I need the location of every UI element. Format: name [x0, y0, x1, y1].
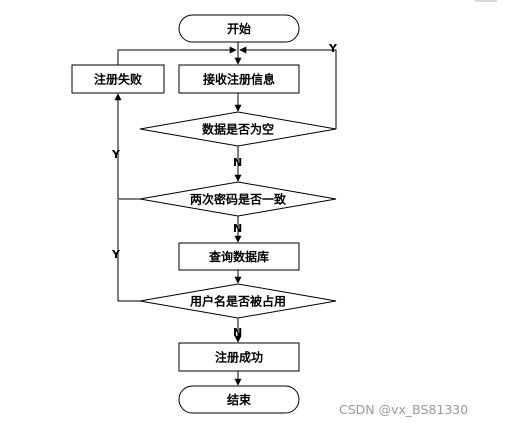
query-db-label: 查询数据库: [208, 249, 269, 264]
start-label: 开始: [227, 21, 251, 36]
end-label: 结束: [227, 392, 252, 407]
edge-fail-to-receive: [117, 46, 237, 65]
branch-password-yes: Y: [111, 148, 121, 161]
edge-check-password-yes: [114, 93, 140, 200]
branch-username-no: N: [233, 326, 242, 339]
check-empty-label: 数据是否为空: [202, 122, 274, 137]
register-success-node: 注册成功: [178, 342, 300, 372]
edge-check-empty-yes: [239, 46, 337, 129]
query-db-node: 查询数据库: [178, 242, 300, 271]
check-password-decision: 两次密码是否一致: [139, 181, 337, 217]
branch-empty-yes: Y: [328, 42, 338, 55]
receive-info-label: 接收注册信息: [203, 72, 275, 87]
register-fail-node: 注册失败: [71, 64, 165, 94]
branch-username-yes: Y: [111, 248, 121, 261]
edge-check-username-yes: [117, 200, 140, 302]
register-success-label: 注册成功: [215, 350, 263, 365]
check-password-label: 两次密码是否一致: [190, 192, 287, 207]
start-node: 开始: [178, 14, 300, 43]
register-fail-label: 注册失败: [94, 72, 142, 87]
receive-info-node: 接收注册信息: [178, 64, 300, 94]
end-node: 结束: [178, 385, 300, 414]
check-username-label: 用户名是否被占用: [189, 294, 286, 309]
corner-mark: [475, 0, 497, 2]
branch-empty-no: N: [233, 156, 242, 169]
watermark: CSDN @vx_BS81330: [339, 402, 468, 417]
branch-password-no: N: [233, 222, 242, 235]
check-empty-decision: 数据是否为空: [139, 111, 337, 147]
check-username-decision: 用户名是否被占用: [139, 283, 337, 319]
